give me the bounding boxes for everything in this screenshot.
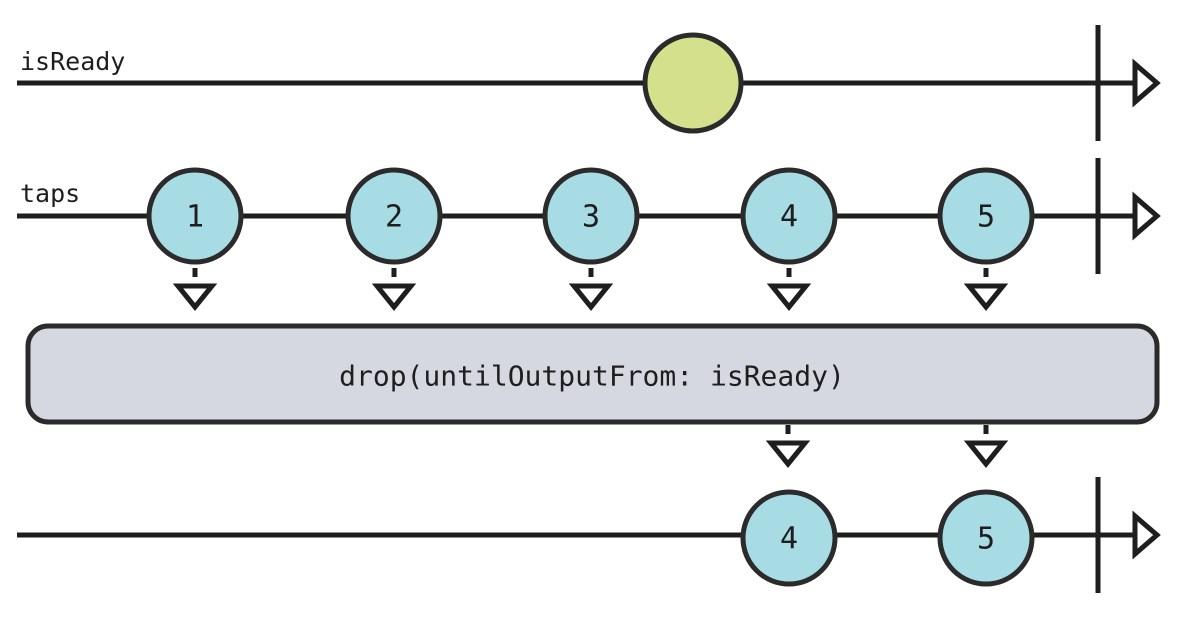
marble-5 bbox=[937, 167, 1035, 265]
marble-value-label: 5 bbox=[977, 200, 995, 235]
down-arrow-icon bbox=[963, 440, 1009, 468]
marble-1 bbox=[146, 167, 244, 265]
marble-event bbox=[642, 32, 744, 134]
stream-isready: isReady bbox=[17, 25, 1161, 141]
down-arrow-icon bbox=[371, 283, 417, 311]
marble-group-taps: 1 2 3 4 5 bbox=[146, 167, 1035, 265]
stream-taps: taps 1 2 3 4 5 bbox=[17, 158, 1161, 311]
down-arrow-icon bbox=[172, 283, 218, 311]
marble-2 bbox=[345, 167, 443, 265]
marble-value-label: 3 bbox=[582, 200, 600, 235]
output-connector-arrows bbox=[765, 425, 1009, 468]
operator-box[interactable] bbox=[25, 323, 1160, 425]
marble-value-label: 5 bbox=[977, 522, 995, 557]
stream-label-taps: taps bbox=[20, 179, 80, 208]
marble-value-label: 1 bbox=[186, 200, 204, 235]
marble-3 bbox=[542, 167, 640, 265]
timeline-arrowhead-taps bbox=[1132, 191, 1161, 241]
down-arrow-icon bbox=[568, 283, 614, 311]
down-arrow-icon bbox=[963, 283, 1009, 311]
down-arrow-icon bbox=[765, 440, 811, 468]
down-arrow-icon bbox=[766, 283, 812, 311]
marble-value-label: 2 bbox=[385, 200, 403, 235]
marble-4 bbox=[740, 489, 838, 587]
timeline-arrowhead-isready bbox=[1132, 58, 1161, 108]
marble-value-label: 4 bbox=[780, 200, 798, 235]
marble-4 bbox=[740, 167, 838, 265]
input-connector-arrows bbox=[172, 268, 1009, 311]
stream-label-isready: isReady bbox=[20, 47, 125, 76]
timeline-arrowhead-output bbox=[1132, 510, 1161, 560]
marble-5 bbox=[937, 489, 1035, 587]
marble-value-label: 4 bbox=[780, 522, 798, 557]
operator-label: drop(untilOutputFrom: isReady) bbox=[339, 360, 845, 393]
marble-group-isready bbox=[642, 32, 744, 134]
operator-box-group[interactable]: drop(untilOutputFrom: isReady) bbox=[25, 323, 1160, 425]
